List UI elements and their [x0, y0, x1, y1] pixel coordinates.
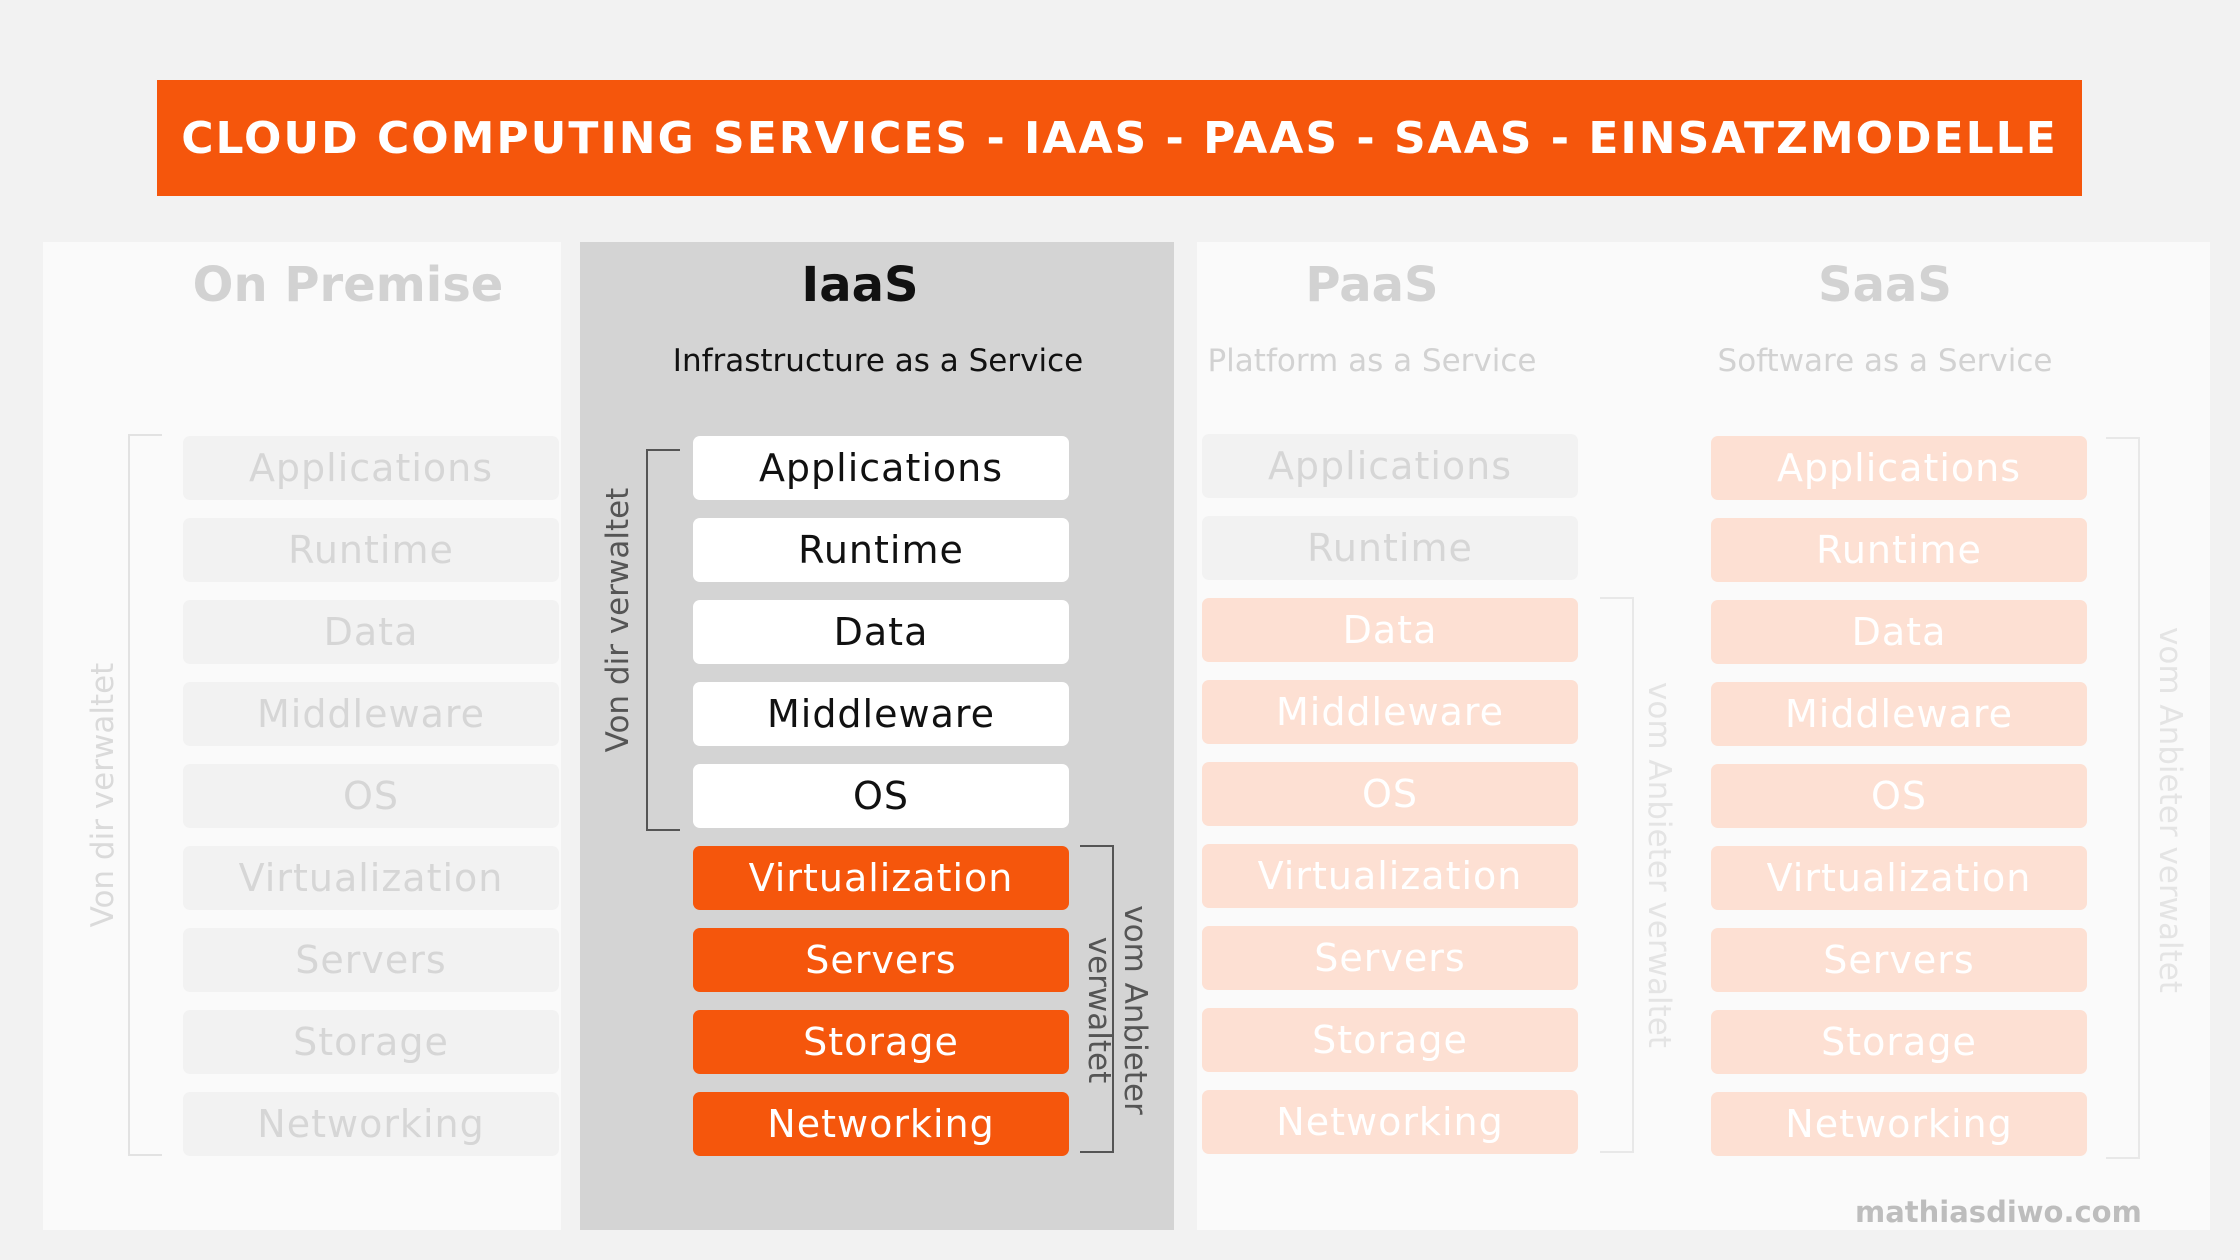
layer-virtualization: Virtualization [1711, 846, 2087, 910]
layer-os: OS [183, 764, 559, 828]
on-premise-self-label: Von dir verwaltet [85, 662, 121, 928]
layer-applications: Applications [1202, 434, 1578, 498]
layer-applications: Applications [1711, 436, 2087, 500]
layer-servers: Servers [183, 928, 559, 992]
paas-title: PaaS [1305, 257, 1439, 313]
paas-provider-label: vom Anbieter verwaltet [1641, 682, 1677, 1048]
saas-title: SaaS [1818, 257, 1952, 313]
iaas-provider-label-line2: verwaltet [1081, 936, 1117, 1084]
iaas-self-bracket [646, 449, 680, 831]
iaas-provider-label: vom Anbieter verwaltet [1081, 905, 1153, 1115]
layer-data: Data [183, 600, 559, 664]
layer-virtualization: Virtualization [183, 846, 559, 910]
title-banner: CLOUD COMPUTING SERVICES - IAAS - PAAS -… [157, 80, 2082, 196]
layer-virtualization: Virtualization [693, 846, 1069, 910]
on-premise-self-bracket [128, 434, 162, 1156]
layer-data: Data [1711, 600, 2087, 664]
iaas-title: IaaS [801, 257, 919, 313]
layer-data: Data [1202, 598, 1578, 662]
layer-middleware: Middleware [1202, 680, 1578, 744]
on-premise-stack: Applications Runtime Data Middleware OS … [183, 436, 559, 1174]
paas-subtitle: Platform as a Service [1207, 343, 1537, 379]
footer-credit: mathiasdiwo.com [1855, 1195, 2142, 1229]
layer-storage: Storage [1711, 1010, 2087, 1074]
saas-provider-bracket [2106, 437, 2140, 1159]
iaas-provider-label-line1: vom Anbieter [1117, 905, 1153, 1115]
iaas-subtitle: Infrastructure as a Service [672, 343, 1084, 379]
saas-provider-label: vom Anbieter verwaltet [2152, 627, 2188, 993]
layer-runtime: Runtime [693, 518, 1069, 582]
layer-data: Data [693, 600, 1069, 664]
layer-storage: Storage [1202, 1008, 1578, 1072]
on-premise-title: On Premise [192, 257, 504, 313]
layer-networking: Networking [1202, 1090, 1578, 1154]
layer-storage: Storage [183, 1010, 559, 1074]
layer-storage: Storage [693, 1010, 1069, 1074]
layer-runtime: Runtime [1202, 516, 1578, 580]
layer-networking: Networking [1711, 1092, 2087, 1156]
layer-applications: Applications [183, 436, 559, 500]
iaas-provider-bracket [1080, 845, 1114, 1153]
iaas-self-label: Von dir verwaltet [600, 487, 636, 753]
layer-os: OS [1202, 762, 1578, 826]
saas-stack: Applications Runtime Data Middleware OS … [1711, 436, 2087, 1174]
layer-middleware: Middleware [1711, 682, 2087, 746]
iaas-stack: Applications Runtime Data Middleware OS … [693, 436, 1069, 1174]
layer-networking: Networking [183, 1092, 559, 1156]
layer-servers: Servers [693, 928, 1069, 992]
layer-os: OS [1711, 764, 2087, 828]
layer-middleware: Middleware [183, 682, 559, 746]
paas-provider-bracket [1600, 597, 1634, 1153]
layer-middleware: Middleware [693, 682, 1069, 746]
layer-servers: Servers [1711, 928, 2087, 992]
layer-runtime: Runtime [183, 518, 559, 582]
page-title: CLOUD COMPUTING SERVICES - IAAS - PAAS -… [181, 112, 2058, 164]
layer-runtime: Runtime [1711, 518, 2087, 582]
layer-virtualization: Virtualization [1202, 844, 1578, 908]
saas-subtitle: Software as a Service [1717, 343, 2053, 379]
layer-os: OS [693, 764, 1069, 828]
layer-networking: Networking [693, 1092, 1069, 1156]
paas-stack: Applications Runtime Data Middleware OS … [1202, 434, 1578, 1172]
layer-servers: Servers [1202, 926, 1578, 990]
layer-applications: Applications [693, 436, 1069, 500]
